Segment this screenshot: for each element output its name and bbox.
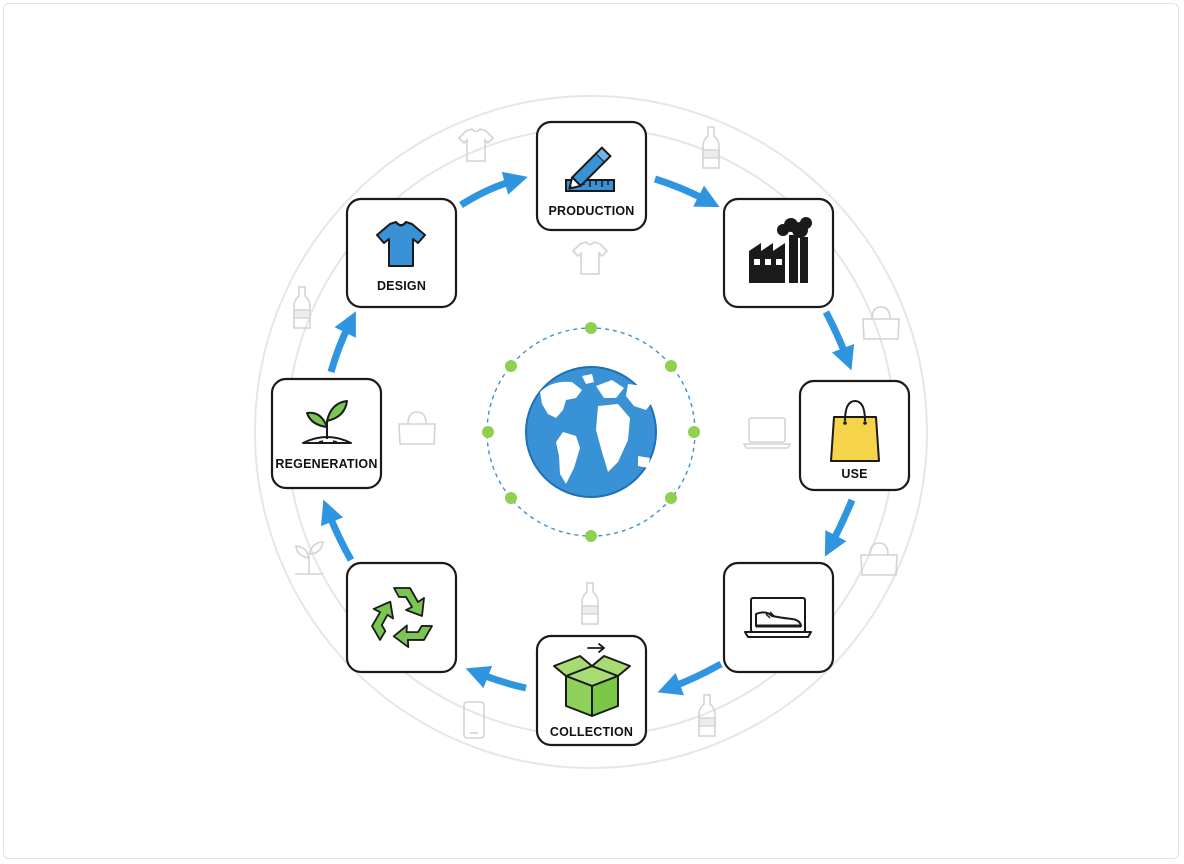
flow-arrows [320, 171, 856, 696]
node-label-collection: COLLECTION [550, 725, 633, 739]
orbit-dots [482, 322, 700, 542]
recycle-icon [371, 587, 433, 648]
faded-phone-icon [463, 701, 485, 739]
orbit-dot [585, 322, 597, 334]
arrow-retail-to-collection [657, 660, 723, 696]
faded-bottle-icon [698, 694, 716, 737]
faded-bottle-icon [581, 582, 599, 625]
orbit-dot [665, 360, 677, 372]
orbit-dot [482, 426, 494, 438]
outer-ring [254, 95, 928, 769]
faded-handbag-icon [398, 411, 436, 445]
globe-icon [525, 366, 657, 498]
faded-background-icons [293, 126, 900, 739]
node-regeneration[interactable]: REGENERATION [270, 377, 383, 490]
box-icon [553, 643, 631, 717]
faded-handbag-icon [860, 542, 898, 576]
arrow-collection-to-recycle [465, 665, 527, 692]
faded-laptop-icon [742, 417, 792, 449]
faded-bottle-icon [293, 286, 311, 329]
node-label-design: DESIGN [377, 279, 426, 293]
node-factory[interactable] [722, 197, 835, 309]
node-label-regeneration: REGENERATION [275, 457, 377, 471]
node-label-production: PRODUCTION [548, 204, 634, 218]
faded-sprout-icon [295, 541, 324, 575]
arrow-design-to-production [459, 171, 528, 208]
node-collection[interactable]: COLLECTION [535, 634, 648, 747]
t-shirt-icon [376, 221, 426, 267]
node-production[interactable]: PRODUCTION [535, 120, 648, 232]
orbit-dot [505, 360, 517, 372]
factory-icon [749, 217, 812, 283]
arrow-factory-to-use [822, 310, 855, 371]
node-label-use: USE [841, 467, 867, 481]
orbit-dot [585, 530, 597, 542]
node-use[interactable]: USE [798, 379, 911, 492]
arrow-recycle-to-regeneration [320, 499, 355, 562]
arrow-use-to-retail [824, 498, 856, 557]
orbit-dot [688, 426, 700, 438]
faded-handbag-icon [862, 306, 900, 340]
node-design[interactable]: DESIGN [345, 197, 458, 309]
faded-bottle-icon [702, 126, 720, 169]
faded-tshirt-icon [571, 241, 609, 275]
shoe-laptop-icon [744, 597, 812, 638]
orbit-dot [505, 492, 517, 504]
arrow-regeneration-to-design [327, 311, 356, 373]
arrow-production-to-factory [653, 175, 720, 208]
shopping-bag-icon [830, 399, 880, 462]
pencil-ruler-icon [565, 146, 615, 192]
node-retail[interactable] [722, 561, 835, 674]
orbit-dot [665, 492, 677, 504]
node-recycle[interactable] [345, 561, 458, 674]
sprout-icon [302, 400, 352, 444]
faded-tshirt-icon [457, 128, 495, 162]
center-globe-group [482, 322, 700, 542]
cycle-nodes: DESIGN PRODUCTION [270, 120, 911, 747]
image-frame [3, 3, 1179, 859]
